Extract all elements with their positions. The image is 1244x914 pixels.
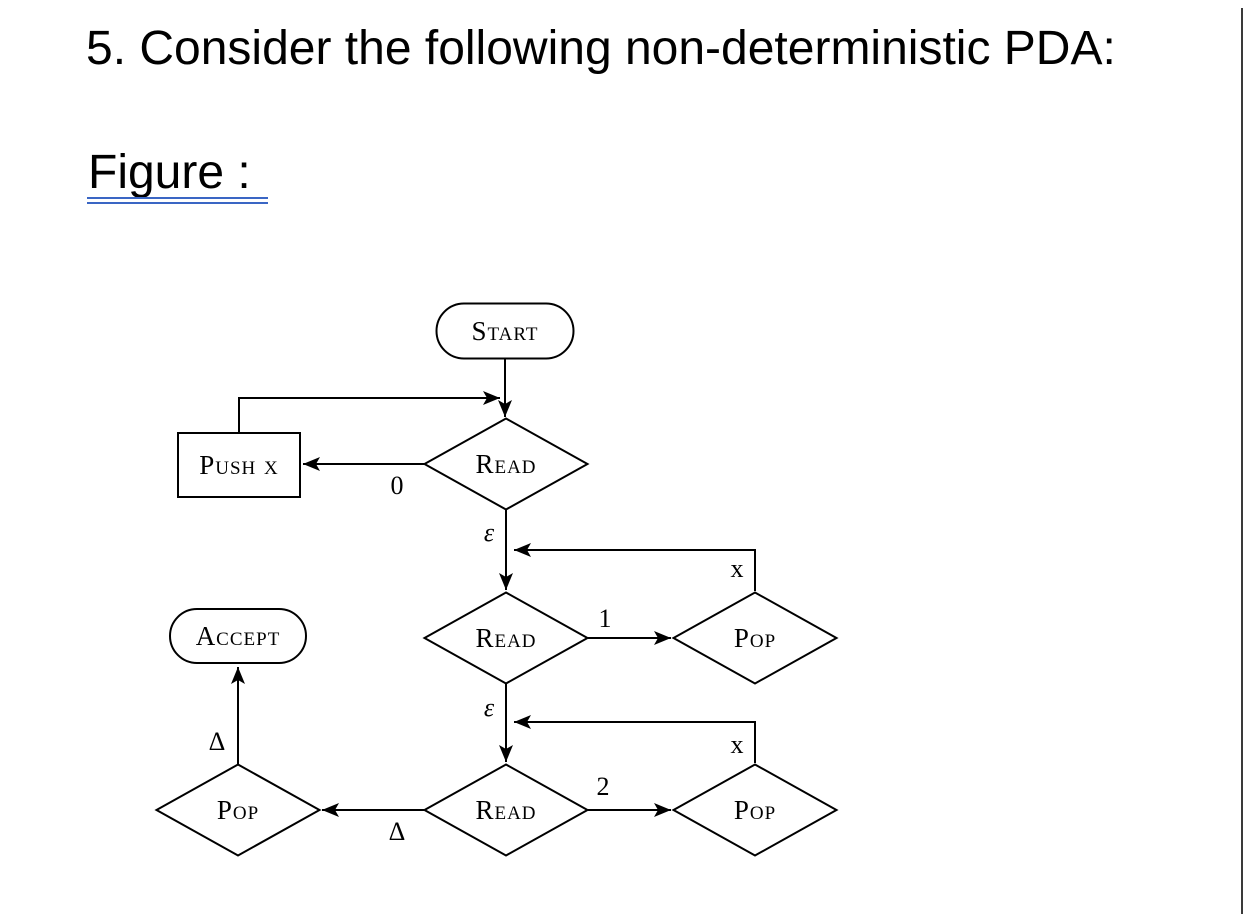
edge-pushx-return — [238, 391, 500, 433]
figure-underline — [87, 197, 268, 204]
node-read-1 — [422, 417, 590, 511]
node-label-push-x: Push x — [199, 450, 279, 480]
edge-pop3-return — [514, 715, 756, 763]
label-2: 2 — [597, 772, 610, 801]
node-label-read-1: Read — [475, 449, 536, 479]
node-pop-3 — [671, 763, 839, 857]
question-title: 5. Consider the following non-determinis… — [86, 22, 1116, 75]
page-right-border — [1241, 8, 1243, 914]
node-label-accept: Accept — [196, 621, 281, 651]
node-accept — [169, 608, 307, 664]
node-pop-1 — [671, 591, 839, 685]
edge-pop1-return — [514, 543, 756, 591]
label-x-1: x — [731, 554, 744, 583]
node-label-pop-3: Pop — [734, 795, 776, 825]
label-0: 0 — [391, 471, 404, 500]
node-read-2 — [422, 591, 590, 685]
node-read-3 — [422, 763, 590, 857]
label-delta-1: Δ — [389, 817, 406, 846]
label-1: 1 — [599, 604, 612, 633]
node-label-pop-1: Pop — [734, 623, 776, 653]
node-label-pop-2: Pop — [217, 795, 259, 825]
node-pop-2 — [154, 763, 322, 857]
node-start — [435, 302, 575, 360]
node-label-read-2: Read — [475, 623, 536, 653]
node-label-start: Start — [472, 316, 539, 346]
label-delta-2: Δ — [209, 727, 226, 756]
figure-label: Figure : — [88, 146, 251, 199]
label-epsilon-2: ε — [484, 693, 495, 722]
label-x-2: x — [731, 730, 744, 759]
node-label-read-3: Read — [475, 795, 536, 825]
label-epsilon-1: ε — [484, 518, 495, 547]
